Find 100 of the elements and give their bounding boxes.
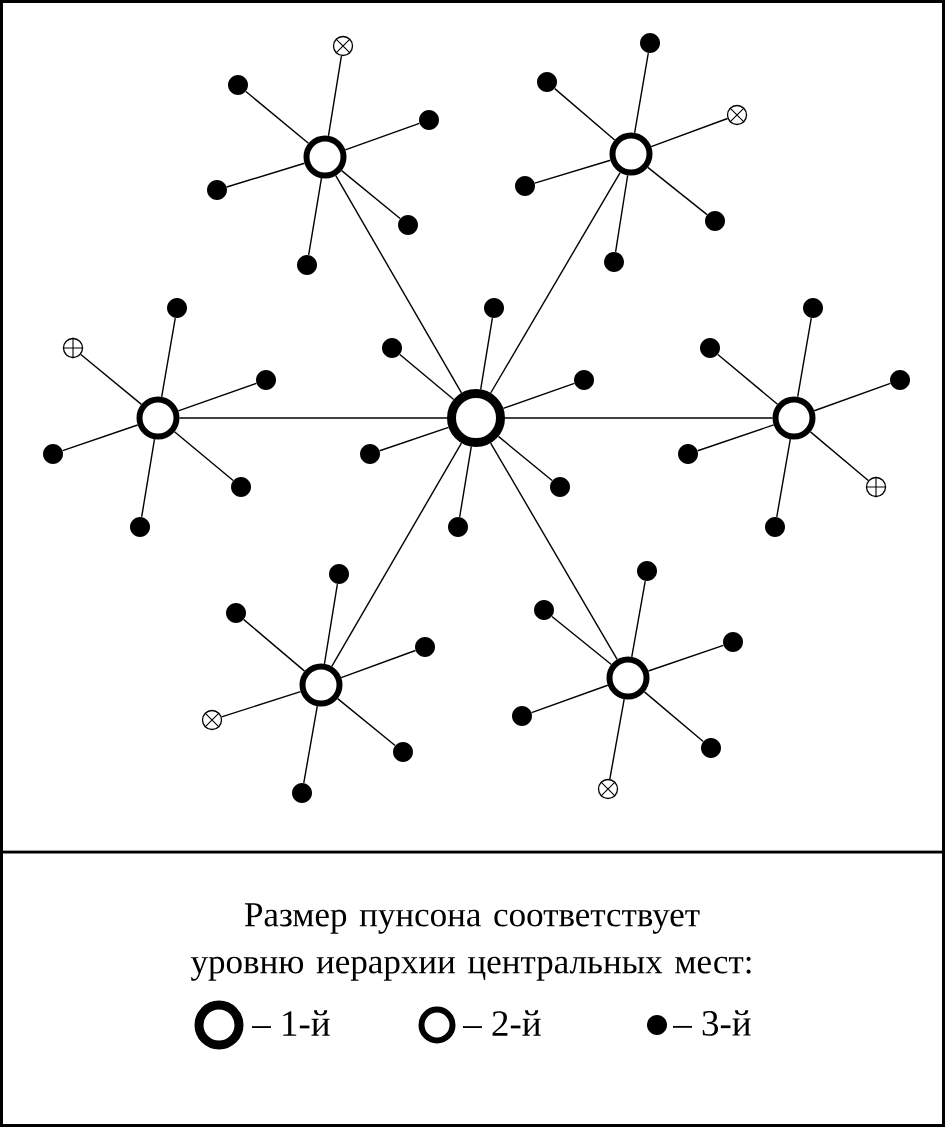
connector-line [335,174,463,394]
connector-line [643,691,704,743]
connector-line [776,438,792,518]
dot-symbol [393,742,413,762]
connector-line [177,382,258,412]
ring-symbol [299,663,343,707]
dot-symbol [803,298,823,318]
dot-symbol [484,298,504,318]
dot-symbol [292,783,312,803]
legend-text: – 1-й [251,1010,330,1036]
dot-symbol [382,338,402,358]
connector-line [809,431,869,482]
connector-line [534,159,612,184]
connector-line [336,697,396,747]
crossed-circle-symbol [201,709,223,731]
connector-line [650,117,729,148]
dot-symbol [398,215,418,235]
connector-line [378,426,450,452]
connector-line [614,174,629,253]
connector-line [226,162,306,188]
connector-line [554,87,616,141]
connector-line [717,353,779,405]
dot-symbol [640,33,660,53]
connector-line [340,649,417,679]
dot-symbol [550,477,570,497]
connector-line [340,169,401,220]
ring-symbol [772,396,816,440]
connector-line [140,438,156,518]
connector-line [551,615,612,666]
dot-symbol [637,561,657,581]
dot-symbol [723,632,743,652]
dot-symbol [765,517,785,537]
connector-line [323,583,339,665]
connector-line [308,177,323,256]
dot-symbol [419,110,439,130]
ring-symbol [606,656,650,700]
connector-line [245,90,310,144]
dot-symbol [537,72,557,92]
connector-line [489,442,618,661]
legend-text: – 3-й [672,1010,751,1036]
dot-symbol [360,444,380,464]
connector-line [633,52,649,134]
connector-line [303,705,318,784]
dot-symbol [890,370,910,390]
connector-line [497,435,553,482]
ring-symbol [447,389,505,447]
dot-symbol [604,252,624,272]
dot-symbol [448,517,468,537]
dot-symbol [705,211,725,231]
dot-symbol [678,444,698,464]
connector-line [631,580,646,658]
connector-line [480,317,494,391]
dot-symbol [226,603,246,623]
connector-line [813,382,892,412]
connector-line [178,417,448,419]
dot-symbol [515,176,535,196]
dot-symbol [228,75,248,95]
dot-symbol [207,180,227,200]
connector-line [344,122,421,151]
dot-symbol [297,255,317,275]
legend-text: – 2-й [462,1010,541,1036]
connector-line [173,431,234,482]
connector-line [647,644,725,672]
ring-symbol [136,396,180,440]
connector-line [243,618,306,672]
connector-line [696,424,775,452]
crossed-circle-symbol [332,35,354,57]
connector-line [80,353,143,406]
connector-line [504,417,774,419]
connector-line [160,317,176,398]
connector-line [61,424,139,452]
crossed-circle-symbol [726,104,748,126]
dot-symbol [130,517,150,537]
connector-line [647,166,708,216]
plus-circle-symbol [865,476,887,498]
connector-line [331,442,463,668]
dot-symbol [512,706,532,726]
plus-circle-symbol [62,337,84,359]
dot-symbol [329,564,349,584]
dot-symbol [167,298,187,318]
ring-symbol [609,132,653,176]
dot-symbol [43,444,63,464]
connector-line [399,353,455,401]
connector-line [530,684,609,714]
dot-symbol [415,637,435,657]
legend-heading: Размер пунсона соответствует уровню иерархии центральных мест: [190,903,751,981]
dot-symbol [700,338,720,358]
connector-line [490,171,621,394]
dot-symbol [534,600,554,620]
ring-symbol [303,135,347,179]
dot-symbol [574,370,594,390]
dot-symbol [701,738,721,758]
connector-line [458,445,472,518]
connector-line [796,317,812,398]
connector-line [327,55,343,137]
crossed-circle-symbol [597,778,619,800]
connector-line [502,382,576,410]
dot-symbol [256,370,276,390]
connector-line [220,690,302,718]
connector-line [609,698,625,780]
